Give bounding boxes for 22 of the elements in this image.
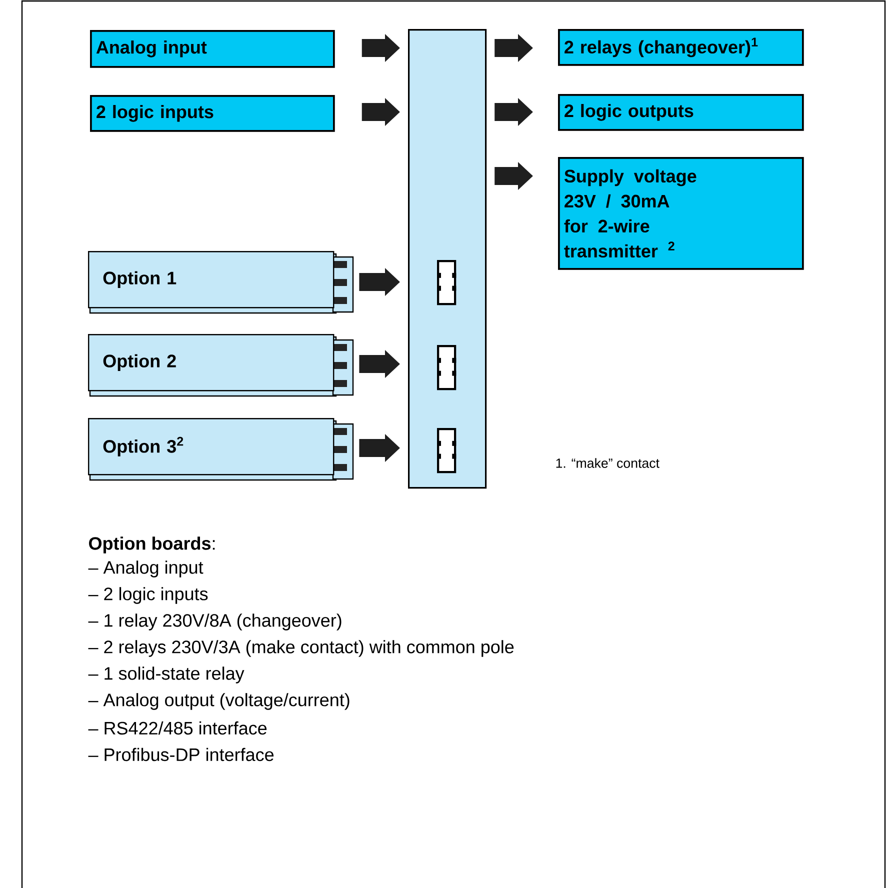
output-box: 2 logic outputs bbox=[558, 94, 804, 131]
main-board bbox=[408, 29, 487, 489]
list-heading: Option boards: bbox=[89, 536, 215, 554]
list-item: – RS422/485 interface bbox=[88, 721, 267, 735]
input-box: Analog input bbox=[90, 30, 335, 68]
output-box: Supply voltage 23V / 30mA for 2-wire transmitter $^{2}$ bbox=[558, 157, 804, 270]
input-box: 2 logic inputs bbox=[90, 95, 335, 132]
list-item: – Analog input bbox=[88, 560, 204, 578]
option-board: Option 2 bbox=[88, 334, 354, 397]
list-item: – 1 solid-state relay bbox=[88, 666, 244, 684]
option-board: Option 1 bbox=[88, 251, 354, 314]
option-board: Option 3$^{2}$ bbox=[88, 418, 354, 481]
footnote: 1. “make” contact bbox=[556, 458, 660, 468]
list-item: – Analog output (voltage/current) bbox=[88, 693, 350, 710]
list-item: – 2 logic inputs bbox=[88, 587, 208, 604]
list-item: – 1 relay 230V/8A (changeover) bbox=[88, 614, 342, 630]
output-box: 2 relays (changeover)$^{1}$ bbox=[558, 29, 804, 66]
connector-slot bbox=[437, 260, 456, 306]
connector-slot bbox=[437, 428, 456, 474]
list-item: – 2 relays 230V/3A (make contact) with common pole bbox=[88, 640, 514, 657]
connector-slot bbox=[437, 345, 456, 390]
list-item: – Profibus-DP interface bbox=[88, 748, 274, 762]
